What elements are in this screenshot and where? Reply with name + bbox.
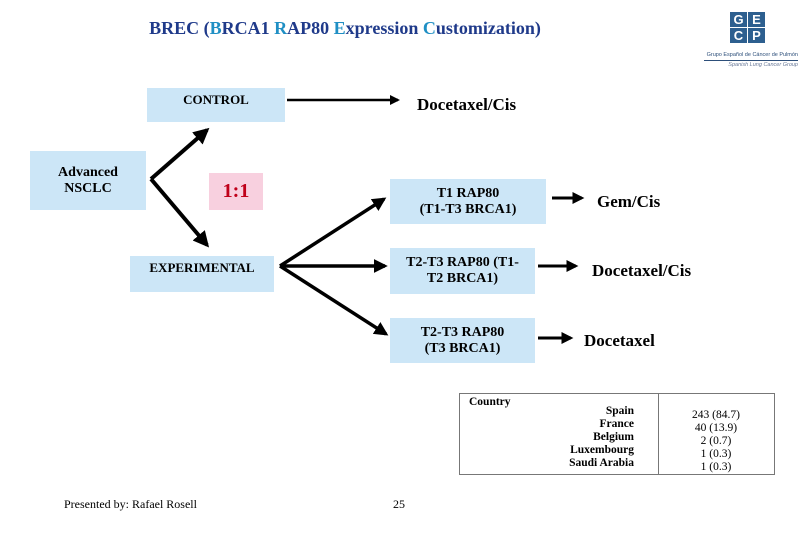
table-row-country: Spain (605, 405, 634, 417)
logo-letter-c: C (730, 28, 747, 43)
title-highlight-r: R (274, 18, 288, 38)
arm2-line1: T2-T3 RAP80 (T1- (406, 255, 519, 270)
arm-box-t1-rap80: T1 RAP80 (T1-T3 BRCA1) (390, 179, 546, 224)
arrow-experimental-to-arm3 (279, 264, 389, 336)
arm-box-t2t3-rap80-t3-brca1: T2-T3 RAP80 (T3 BRCA1) (390, 318, 535, 363)
arm1-outcome: Gem/Cis (597, 192, 661, 211)
table-row-country: Belgium (593, 431, 634, 443)
presenter-credit: Presented by: Rafael Rosell (64, 497, 197, 511)
country-table: Country Spain 243 (84.7) France 40 (13.9… (459, 393, 775, 475)
gecp-logo: G E C P Grupo Español de Cáncer de Pulmó… (690, 8, 798, 74)
advanced-nsclc-box: Advanced NSCLC (30, 151, 146, 210)
arm3-outcome: Docetaxel (584, 331, 655, 350)
arm-box-t2t3-rap80-t1t2-brca1: T2-T3 RAP80 (T1- T2 BRCA1) (390, 248, 535, 294)
title-part-rca: RCA1 (221, 18, 275, 38)
table-row-country: Luxembourg (570, 444, 634, 456)
arm2-outcome: Docetaxel/Cis (592, 261, 692, 280)
arm1-line1: T1 RAP80 (436, 185, 500, 201)
logo-letter-p: P (748, 28, 765, 43)
arm2-line2: T2 BRCA1) (426, 271, 499, 286)
arrow-start-to-control (149, 127, 210, 181)
table-row-count: 2 (0.7) (700, 435, 732, 447)
control-box: CONTROL (147, 88, 285, 122)
title-part-ustomization: ustomization) (435, 18, 541, 38)
title-highlight-c: C (422, 18, 436, 38)
table-row-count: 243 (84.7) (692, 409, 740, 421)
table-header-country: Country (469, 396, 511, 408)
table-row-country: Saudi Arabia (569, 457, 634, 469)
arm3-line2: (T3 BRCA1) (424, 340, 501, 356)
title-part-xpression: xpression (345, 18, 423, 38)
control-outcome: Docetaxel/Cis (417, 95, 517, 114)
logo-org-name-english: Spanish Lung Cancer Group (728, 62, 798, 68)
slide-title: BREC (BRCA1 RAP80 Expression Customizati… (0, 18, 690, 39)
experimental-label: EXPERIMENTAL (149, 260, 255, 275)
logo-org-name: Grupo Español de Cáncer de Pulmón (706, 52, 798, 58)
table-row-count: 40 (13.9) (694, 422, 738, 434)
arm1-line2: (T1-T3 BRCA1) (419, 201, 517, 217)
control-label: CONTROL (183, 92, 249, 107)
arrow-experimental-to-arm1 (279, 197, 387, 268)
advanced-nsclc-line1: Advanced (58, 164, 118, 180)
logo-rule (704, 60, 798, 61)
table-divider (658, 394, 659, 474)
title-prefix: BREC ( (149, 18, 210, 38)
table-row-count: 1 (0.3) (700, 461, 732, 473)
arm3-line1: T2-T3 RAP80 (420, 324, 505, 340)
title-part-ap: AP80 (287, 18, 334, 38)
table-row-country: France (599, 418, 634, 430)
advanced-nsclc-line2: NSCLC (64, 180, 112, 196)
logo-letter-e: E (748, 12, 765, 27)
arrow-start-to-experimental (149, 177, 210, 248)
title-highlight-e: E (333, 18, 346, 38)
page-number: 25 (393, 497, 405, 511)
logo-letter-g: G (730, 12, 747, 27)
table-row-count: 1 (0.3) (700, 448, 732, 460)
randomization-ratio: 1:1 (209, 173, 263, 210)
experimental-box: EXPERIMENTAL (130, 256, 274, 292)
title-highlight-b: B (209, 18, 222, 38)
